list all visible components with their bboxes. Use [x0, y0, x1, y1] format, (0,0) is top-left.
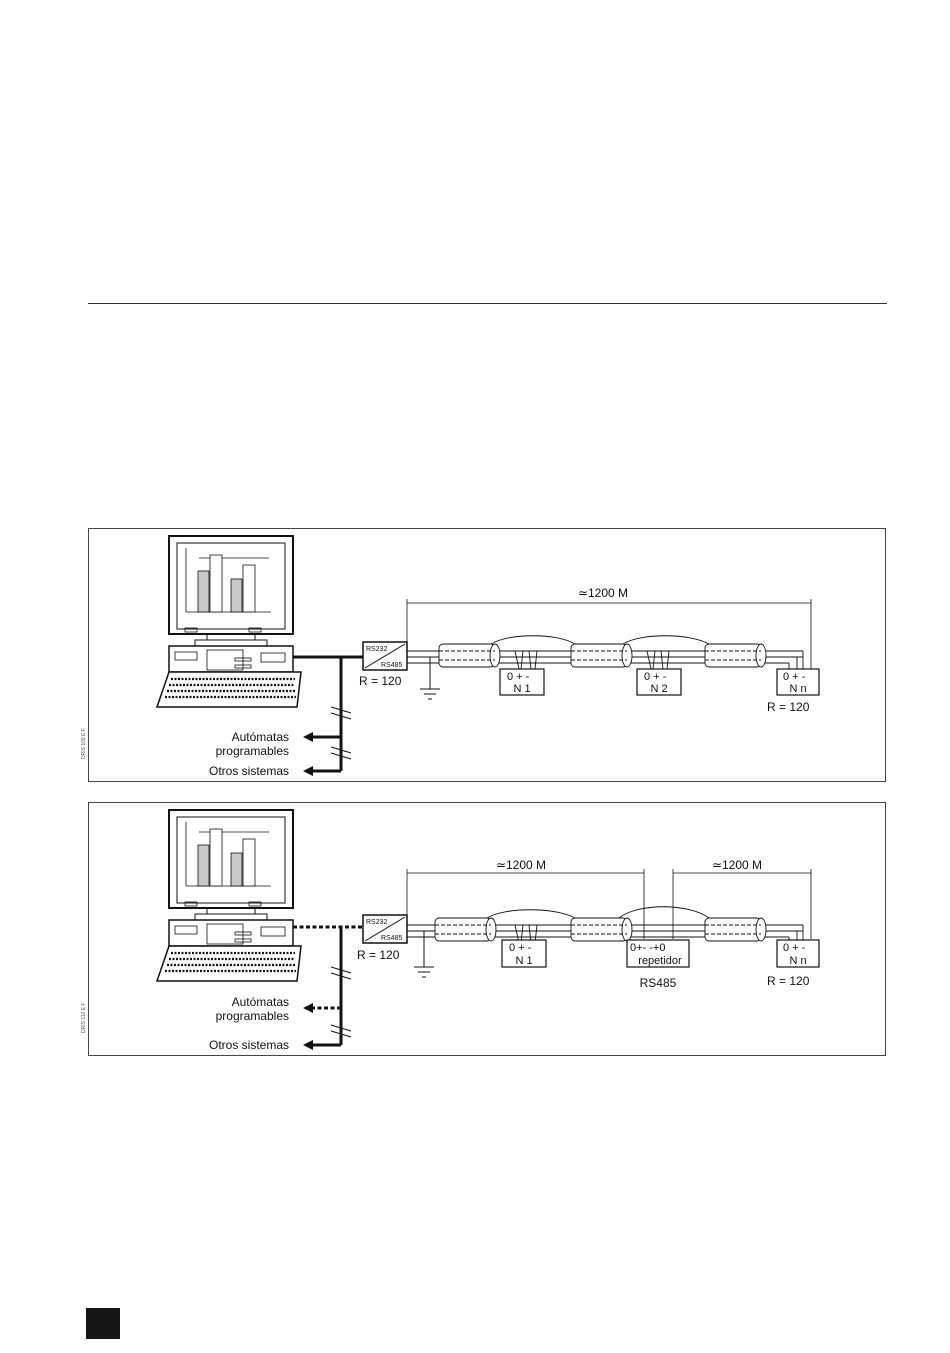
rs232-rs485-converter: RS232 RS485 — [363, 642, 407, 670]
node-nn: 0 + - N n — [777, 669, 819, 695]
terminator-right-label: R = 120 — [767, 974, 810, 988]
node-n1-terminals: 0 + - — [507, 671, 530, 683]
output-plc-label-line1: Autómatas — [232, 995, 289, 1009]
node-n2: 0 + - N 2 — [637, 669, 681, 695]
converter-rs232-label: RS232 — [366, 919, 388, 926]
node-n1-label: N 1 — [513, 683, 530, 695]
repeater-label: repetidor — [638, 955, 682, 967]
rs232-rs485-converter: RS232 RS485 — [363, 915, 407, 943]
node-n1-terminals: 0 + - — [509, 942, 532, 954]
node-n1: 0 + - N 1 — [502, 940, 546, 967]
figure-code: DRIS 109 E F — [81, 728, 87, 759]
data-bus — [293, 927, 363, 1050]
output-plc-label-line2: programables — [216, 1009, 289, 1023]
output-other-systems-label: Otros sistemas — [209, 1038, 289, 1052]
terminator-right-label: R = 120 — [767, 700, 810, 714]
converter-rs485-label: RS485 — [381, 662, 403, 669]
distance-left-label: ≃1200 M — [496, 858, 546, 872]
converter-rs232-label: RS232 — [366, 646, 388, 653]
node-nn-terminals: 0 + - — [783, 942, 806, 954]
terminator-left-label: R = 120 — [357, 948, 400, 962]
node-n2-terminals: 0 + - — [644, 671, 667, 683]
output-plc-label-line1: Autómatas — [232, 730, 289, 744]
distance-label: ≃1200 M — [578, 586, 628, 600]
terminator-left-label: R = 120 — [359, 674, 402, 688]
node-n1: 0 + - N 1 — [500, 669, 544, 695]
computer-icon — [157, 536, 301, 707]
figure-code: DRIS 110 E F — [81, 1003, 87, 1033]
output-plc-label-line2: programables — [216, 744, 289, 758]
repeater-terminals: 0+- -+0 — [630, 942, 665, 954]
shielded-cable — [407, 636, 803, 669]
node-nn-label: N n — [789, 683, 806, 695]
shielded-cable — [407, 907, 803, 943]
repeater-node: 0+- -+0 repetidor — [627, 940, 689, 967]
node-n1-label: N 1 — [515, 955, 532, 967]
node-nn-label: N n — [789, 955, 806, 967]
data-bus — [293, 657, 363, 776]
network-diagram-repeater-svg: Autómatas programables Otros sistemas RS… — [89, 803, 887, 1057]
node-nn: 0 + - N n — [777, 940, 819, 967]
page-marker — [86, 1308, 120, 1339]
repeater-caption: RS485 — [640, 976, 677, 990]
ground-icon — [414, 931, 434, 977]
computer-icon — [157, 810, 301, 981]
node-nn-terminals: 0 + - — [783, 671, 806, 683]
network-diagram-svg: Autómatas programables Otros sistemas RS… — [89, 529, 887, 783]
diagram-rs485-network: DRIS 109 E F — [88, 528, 886, 782]
node-n2-label: N 2 — [650, 683, 667, 695]
converter-rs485-label: RS485 — [381, 935, 403, 942]
output-other-systems-label: Otros sistemas — [209, 764, 289, 778]
section-divider — [88, 303, 887, 304]
distance-right-label: ≃1200 M — [712, 858, 762, 872]
diagram-rs485-network-repeater: DRIS 110 E F — [88, 802, 886, 1056]
